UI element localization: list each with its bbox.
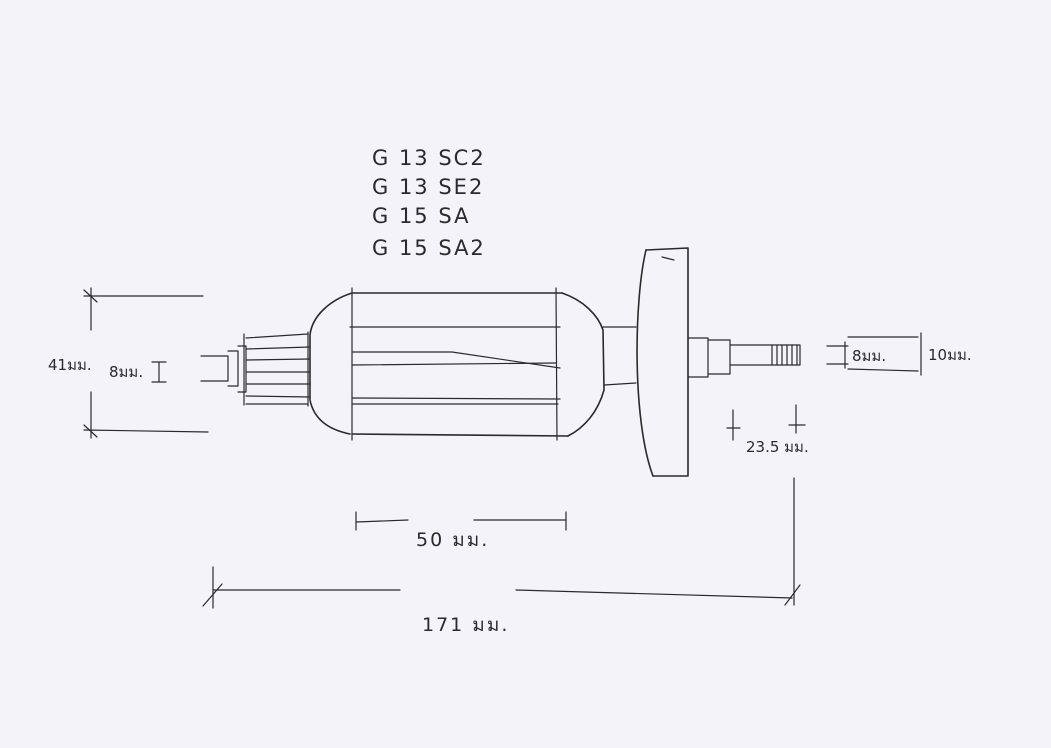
- shaft-end-diameter-label: 10มม.: [928, 346, 972, 364]
- core-length-label: 50 มม.: [416, 529, 489, 551]
- dim-commutator-shaft: 8มม.: [109, 361, 167, 383]
- model-list: G 13 SC2 G 13 SE2 G 15 SA G 15 SA2: [372, 146, 486, 260]
- commutator-shaft: [200, 345, 247, 393]
- model-label: G 15 SA2: [372, 236, 486, 260]
- dim-outer-diameter: 41มม.: [48, 287, 209, 439]
- armature-core: [309, 287, 605, 441]
- output-shaft: [687, 337, 801, 378]
- commutator: [243, 331, 311, 407]
- commutator-shaft-label: 8มม.: [109, 363, 143, 381]
- dim-core-length: 50 มม.: [355, 511, 567, 551]
- dim-thread-length: 23.5 มม.: [726, 404, 809, 456]
- fan-neck: [602, 326, 637, 386]
- model-label: G 13 SE2: [372, 175, 484, 199]
- dim-shaft-end-diameter: 10มม.: [847, 332, 972, 376]
- model-label: G 13 SC2: [372, 146, 486, 170]
- fan-disc: [636, 247, 689, 477]
- dim-thread-diameter: 8มม.: [826, 341, 886, 369]
- thread-diameter-label: 8มม.: [852, 347, 886, 365]
- total-length-label: 171 มม.: [422, 614, 509, 636]
- outer-diameter-label: 41มม.: [48, 356, 92, 374]
- thread-length-label: 23.5 มม.: [746, 438, 809, 456]
- model-label: G 15 SA: [372, 204, 470, 228]
- dim-total-length: 171 มม.: [202, 477, 801, 636]
